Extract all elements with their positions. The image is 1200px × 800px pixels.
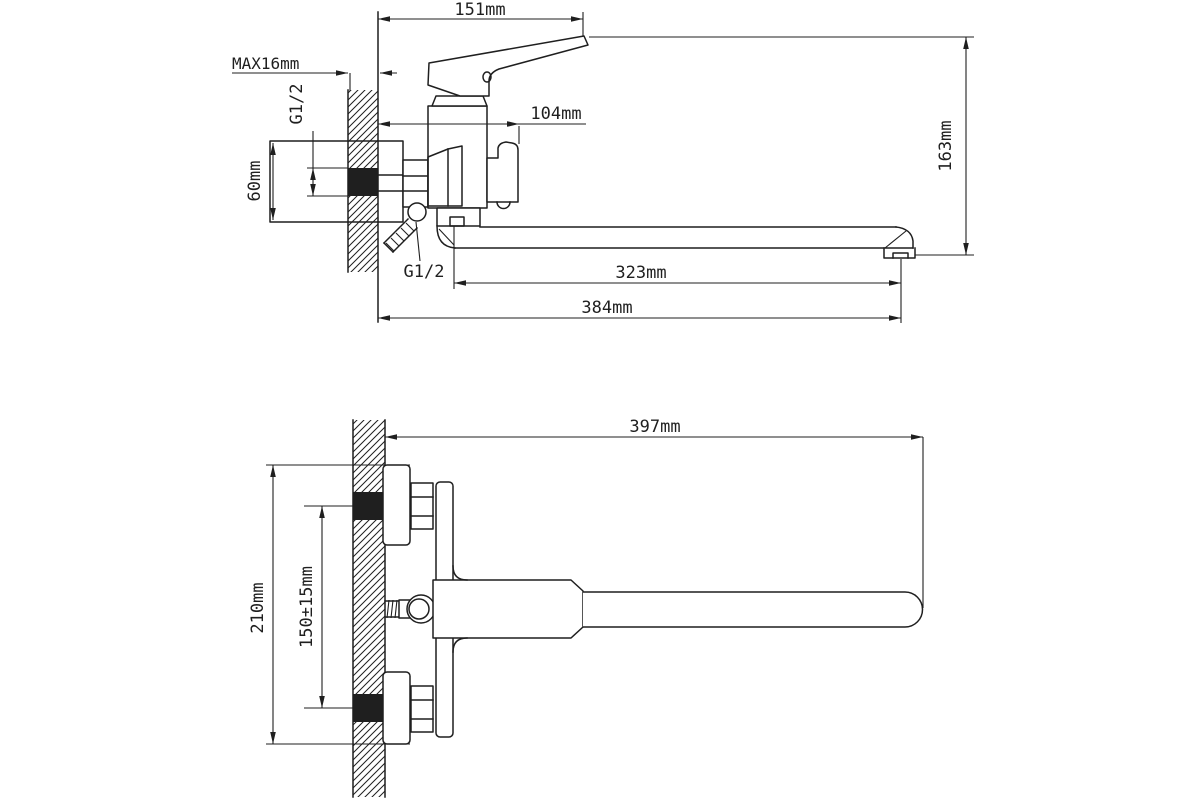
wall-hatch (353, 420, 385, 492)
hose-thread-label: G1/2 (404, 262, 445, 282)
wall-section-side (347, 11, 379, 323)
spout-plan (583, 591, 924, 628)
dim-60: 60mm (245, 143, 276, 220)
wall-hatch (348, 90, 378, 168)
aerator-notch (892, 252, 909, 259)
ball-joint (408, 598, 430, 620)
lower-hex-nut (410, 685, 434, 733)
upper-mount (382, 464, 434, 546)
dim-60-label: 60mm (245, 161, 265, 202)
spout-tip-curve (895, 226, 914, 249)
upper-escutcheon (382, 464, 411, 546)
dim-397: 397mm (385, 417, 924, 608)
lower-pipe-in-wall (353, 694, 385, 722)
cartridge-collar (431, 95, 488, 107)
upper-pipe-in-wall (353, 492, 385, 520)
plan-view: 397mm 210mm 150±15mm (248, 417, 924, 798)
dim-151: 151mm (378, 0, 584, 36)
side-view: 151mm MAX16mm G1/2 60mm 104mm G (232, 0, 974, 323)
dim-163-label: 163mm (936, 120, 956, 171)
plate-body-fillet-top (452, 565, 468, 581)
dim-150: 150±15mm (297, 505, 353, 709)
upper-hex-nut (410, 482, 434, 530)
wall-hatch (353, 520, 385, 694)
hose-thread-stub (382, 217, 419, 254)
wall-hatch (348, 196, 378, 272)
eccentric-shaft (377, 174, 404, 192)
dim-150-label: 150±15mm (297, 566, 317, 648)
inlet-boss (427, 145, 463, 207)
dim-397-label: 397mm (629, 417, 680, 437)
lower-mount (382, 671, 434, 745)
inlet-pipe-in-wall (348, 168, 378, 196)
dim-104: 104mm (378, 104, 586, 144)
dim-163: 163mm (589, 36, 974, 256)
spout-side (436, 207, 916, 259)
dim-323-label: 323mm (615, 263, 666, 283)
mixer-body-side (427, 105, 488, 209)
dim-210-label: 210mm (248, 582, 268, 633)
diverter-screw-bump (496, 201, 511, 210)
handle-indicator-button (482, 71, 492, 83)
dim-max16: MAX16mm (232, 54, 397, 91)
wall-section-plan (352, 419, 386, 798)
lever-handle (427, 35, 589, 97)
spout-hub-notch (449, 216, 465, 227)
dim-151-label: 151mm (454, 0, 505, 20)
dim-inlet-thread: G1/2 (287, 84, 348, 197)
spout-nose (436, 225, 456, 249)
dim-323: 323mm (453, 226, 902, 323)
hose-ball-joint (407, 202, 427, 222)
mixer-body-plan (432, 579, 584, 639)
dim-max16-label: MAX16mm (232, 54, 299, 73)
dim-hose-thread: G1/2 (404, 221, 445, 282)
dim-384-label: 384mm (581, 298, 632, 318)
dim-210: 210mm (248, 464, 410, 745)
lower-escutcheon (382, 671, 411, 745)
spout-aerator (883, 247, 916, 259)
dim-384: 384mm (378, 298, 901, 321)
center-connection (384, 594, 436, 624)
wall-hatch (353, 722, 385, 797)
dim-104-label: 104mm (530, 104, 581, 124)
inlet-thread-label: G1/2 (287, 84, 307, 125)
diverter-knob (486, 141, 519, 210)
plate-body-fillet-bottom (452, 637, 468, 653)
wall-hex-nut-side (402, 159, 429, 208)
